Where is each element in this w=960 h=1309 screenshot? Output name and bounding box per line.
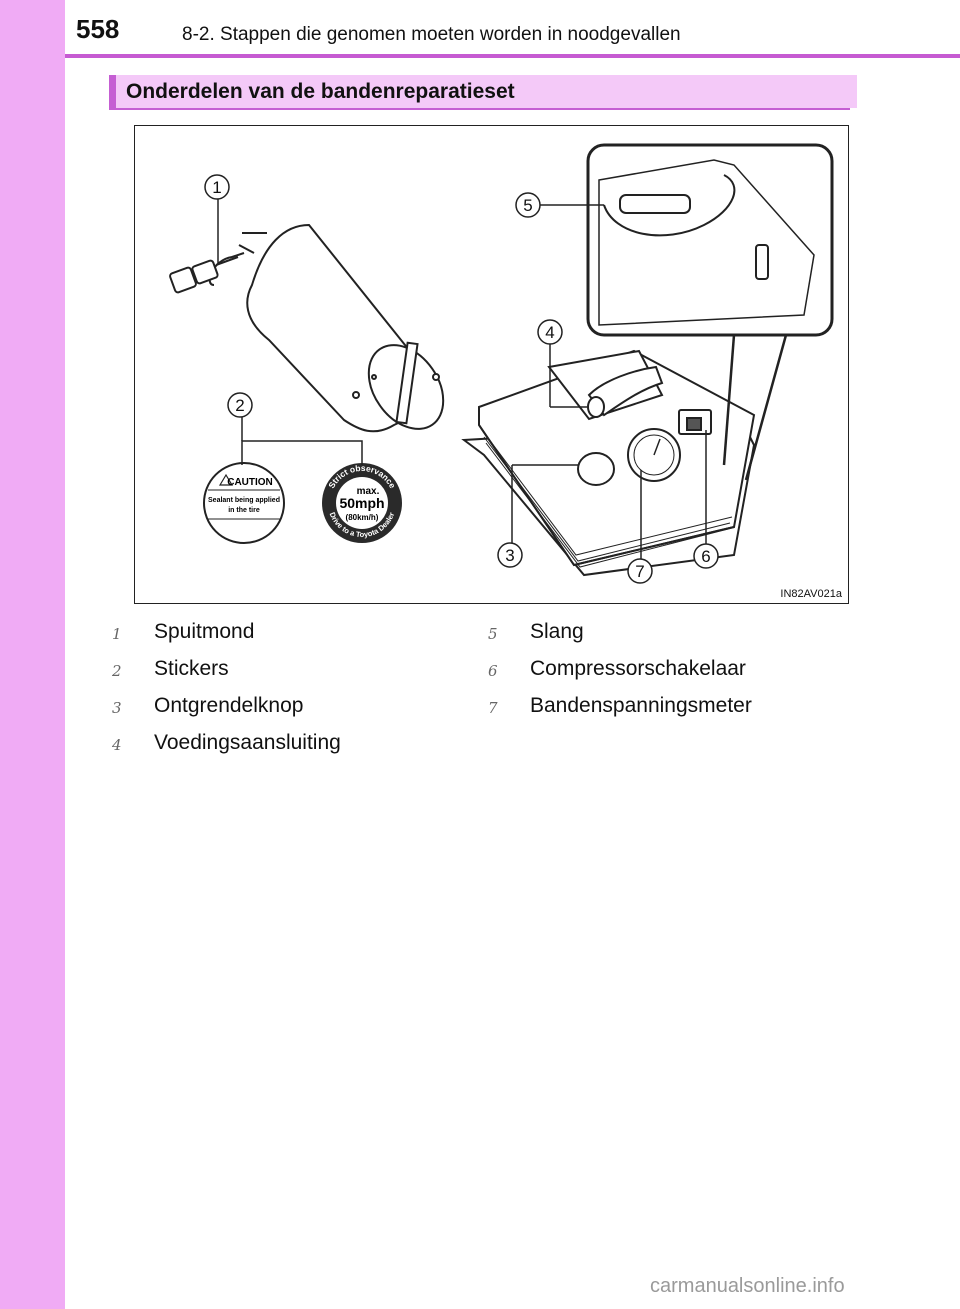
legend-label: Stickers — [154, 657, 229, 680]
legend-number: 5 — [488, 625, 498, 643]
legend-number: 3 — [112, 699, 122, 717]
legend-label: Compressorschakelaar — [530, 657, 746, 680]
legend-label: Voedingsaansluiting — [154, 731, 341, 754]
page-sidebar-tab — [0, 0, 65, 1309]
legend-number: 7 — [488, 699, 498, 717]
legend-label: Slang — [530, 620, 584, 643]
callout-7: 7 — [635, 562, 644, 581]
repair-kit-illustration: CAUTION Sealant being applied in the tir… — [134, 125, 849, 604]
compressor — [461, 349, 756, 577]
legend-label: Bandenspanningsmeter — [530, 694, 752, 717]
page-number: 558 — [76, 14, 120, 44]
caution-line1: Sealant being applied — [208, 497, 280, 504]
callout-4: 4 — [545, 323, 554, 342]
speed-sticker-kmh: (80km/h) — [346, 513, 379, 522]
figure-code: IN82AV021a — [780, 588, 842, 600]
sealant-bottle — [169, 223, 445, 433]
legend-label: Ontgrendelknop — [154, 694, 304, 717]
caution-sticker: CAUTION Sealant being applied in the tir… — [203, 462, 285, 544]
caution-heading: CAUTION — [227, 477, 273, 488]
section-heading-bar — [109, 75, 857, 108]
section-title: Onderdelen van de bandenreparatieset — [126, 80, 515, 103]
legend-number: 4 — [112, 736, 122, 754]
speed-sticker-speed: 50mph — [339, 495, 384, 511]
hose-compartment-detail — [586, 143, 834, 481]
caution-line2: in the tire — [228, 507, 260, 514]
speed-sticker: Strict observance Drive to a Toyota Deal… — [322, 463, 402, 543]
leader-lines — [217, 197, 707, 561]
callout-3: 3 — [505, 546, 514, 565]
callout-2: 2 — [235, 396, 244, 415]
legend-number: 1 — [112, 625, 122, 643]
speed-sticker-max: max. — [357, 486, 380, 497]
legend-number: 2 — [112, 662, 122, 680]
section-heading-underline — [109, 108, 850, 110]
legend-number: 6 — [488, 662, 498, 680]
header-divider — [65, 54, 960, 58]
callout-1: 1 — [212, 178, 221, 197]
callout-6: 6 — [701, 547, 710, 566]
chapter-title: 8-2. Stappen die genomen moeten worden i… — [182, 24, 681, 45]
watermark: carmanualsonline.info — [650, 1275, 845, 1297]
callout-5: 5 — [523, 196, 532, 215]
legend-label: Spuitmond — [154, 620, 255, 643]
